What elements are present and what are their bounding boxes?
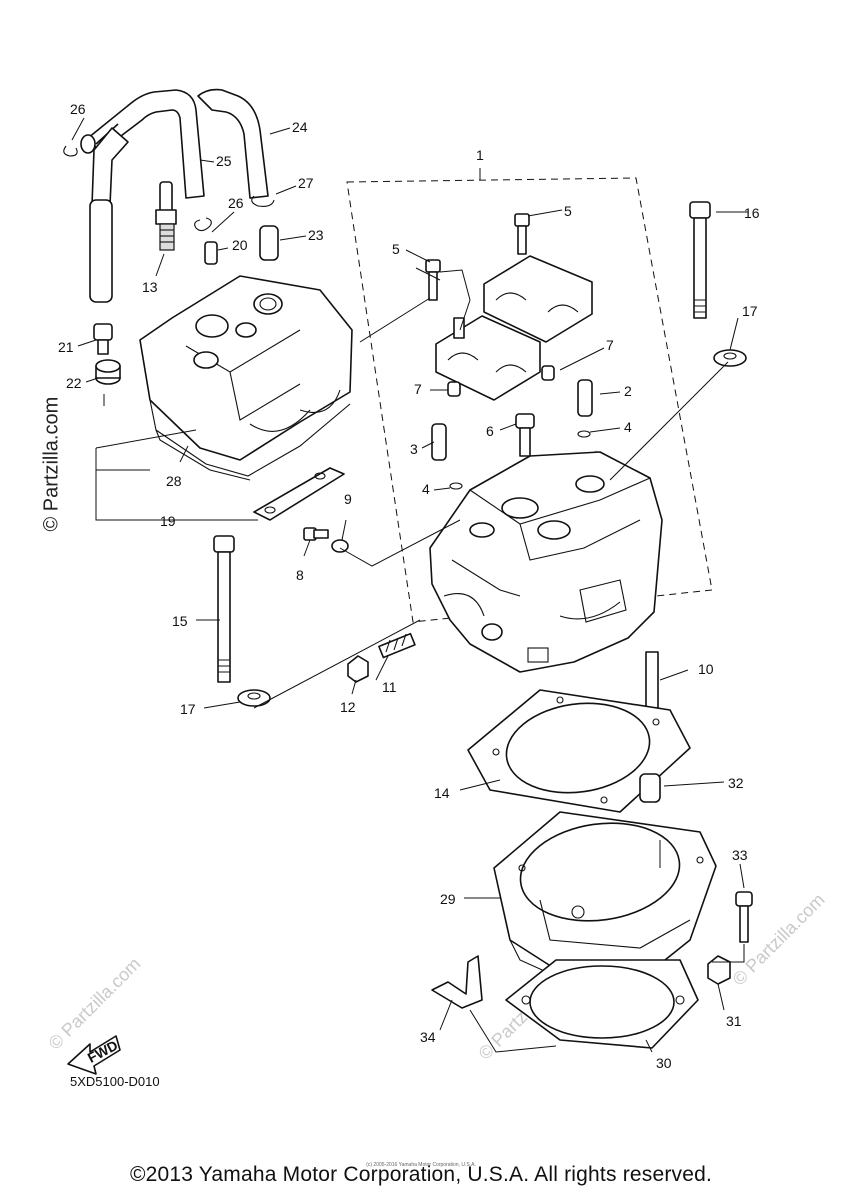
callout-11: 11: [382, 679, 397, 695]
callout-23: 23: [308, 227, 324, 243]
callout-30: 30: [656, 1055, 672, 1071]
callout-4: 4: [624, 419, 632, 435]
callout-7: 7: [414, 381, 422, 397]
forward-arrow: FWD: [67, 1035, 121, 1075]
stud-bolt-16: [689, 201, 711, 319]
cylinder-head: [429, 451, 663, 673]
leader-lines: [71, 117, 748, 1053]
callout-1: 1: [476, 147, 484, 163]
callout-24: 24: [292, 119, 308, 135]
cylinder-head-assembly-outline: [346, 177, 713, 623]
callout-25: 25: [216, 153, 232, 169]
valve-guide-3: [431, 423, 447, 461]
dowel-32: [639, 773, 661, 803]
circlip-4-right: [577, 430, 591, 438]
callout-22: 22: [66, 375, 82, 391]
callout-34: 34: [420, 1029, 436, 1045]
watermark-left: © Partzilla.com: [45, 954, 145, 1054]
callout-14: 14: [434, 785, 450, 801]
copyright-notice: ©2013 Yamaha Motor Corporation, U.S.A. A…: [129, 1163, 713, 1186]
valve-guide-2: [577, 379, 593, 417]
callout-7: 7: [606, 337, 614, 353]
callout-2: 2: [624, 383, 632, 399]
circlip-4-left: [449, 482, 463, 490]
callout-numbers: 1 2 3 4 4 5 5 6 7 7 8 9 10 11 12 13 14 1…: [58, 101, 760, 1071]
breather-hoses: [80, 88, 269, 303]
bolt-21: [93, 323, 113, 355]
bolt-8: [303, 527, 329, 541]
camshaft-cap-rear: [483, 255, 593, 343]
stud-10: [645, 651, 659, 709]
diagram-code: 5XD5100-D010: [70, 1074, 160, 1089]
camshaft-cap-front: [435, 315, 541, 401]
callout-5: 5: [392, 241, 400, 257]
dowel-7-right: [541, 365, 555, 381]
callout-3: 3: [410, 441, 418, 457]
callout-17: 17: [180, 701, 196, 717]
fitting-23: [259, 225, 279, 261]
dowel-7-left: [447, 381, 461, 397]
callout-21: 21: [58, 339, 74, 355]
spark-plug: [155, 181, 177, 251]
callout-32: 32: [728, 775, 744, 791]
cylinder-base-gasket: [505, 959, 699, 1049]
callout-13: 13: [142, 279, 158, 295]
callout-12: 12: [340, 699, 356, 715]
bolt-5-right: [514, 213, 530, 255]
bolt-33: [735, 891, 753, 943]
callout-16: 16: [744, 205, 760, 221]
callout-10: 10: [698, 661, 714, 677]
bolt-5-left: [425, 259, 441, 301]
washer-17-left: [237, 689, 271, 707]
callout-26: 26: [70, 101, 86, 117]
stud-11: [378, 632, 416, 659]
cylinder-head-gasket: [467, 689, 691, 813]
washer-17-right: [713, 349, 747, 367]
callout-15: 15: [172, 613, 188, 629]
small-copyright: (c) 2005-2016 Yamaha Motor Corporation, …: [366, 1162, 476, 1168]
bracket-34: [431, 955, 483, 1009]
fitting-20: [204, 241, 218, 265]
callout-17: 17: [742, 303, 758, 319]
callout-8: 8: [296, 567, 304, 583]
nut-31: [707, 955, 731, 985]
callout-19: 19: [160, 513, 176, 529]
callout-6: 6: [486, 423, 494, 439]
hose-clips: [63, 145, 275, 232]
stud-bolt-15: [213, 535, 235, 683]
cylinder-head-cover: [139, 275, 353, 481]
head-cover-gasket: [253, 467, 345, 521]
callout-29: 29: [440, 891, 456, 907]
nut-12: [347, 655, 369, 683]
washer-9: [331, 539, 349, 553]
callout-9: 9: [344, 491, 352, 507]
bolt-6: [515, 413, 535, 457]
callout-33: 33: [732, 847, 748, 863]
callout-20: 20: [232, 237, 248, 253]
grommet-22: [95, 359, 121, 385]
callout-28: 28: [166, 473, 182, 489]
callout-26: 26: [228, 195, 244, 211]
callout-5: 5: [564, 203, 572, 219]
callout-31: 31: [726, 1013, 742, 1029]
callout-27: 27: [298, 175, 314, 191]
callout-4: 4: [422, 481, 430, 497]
